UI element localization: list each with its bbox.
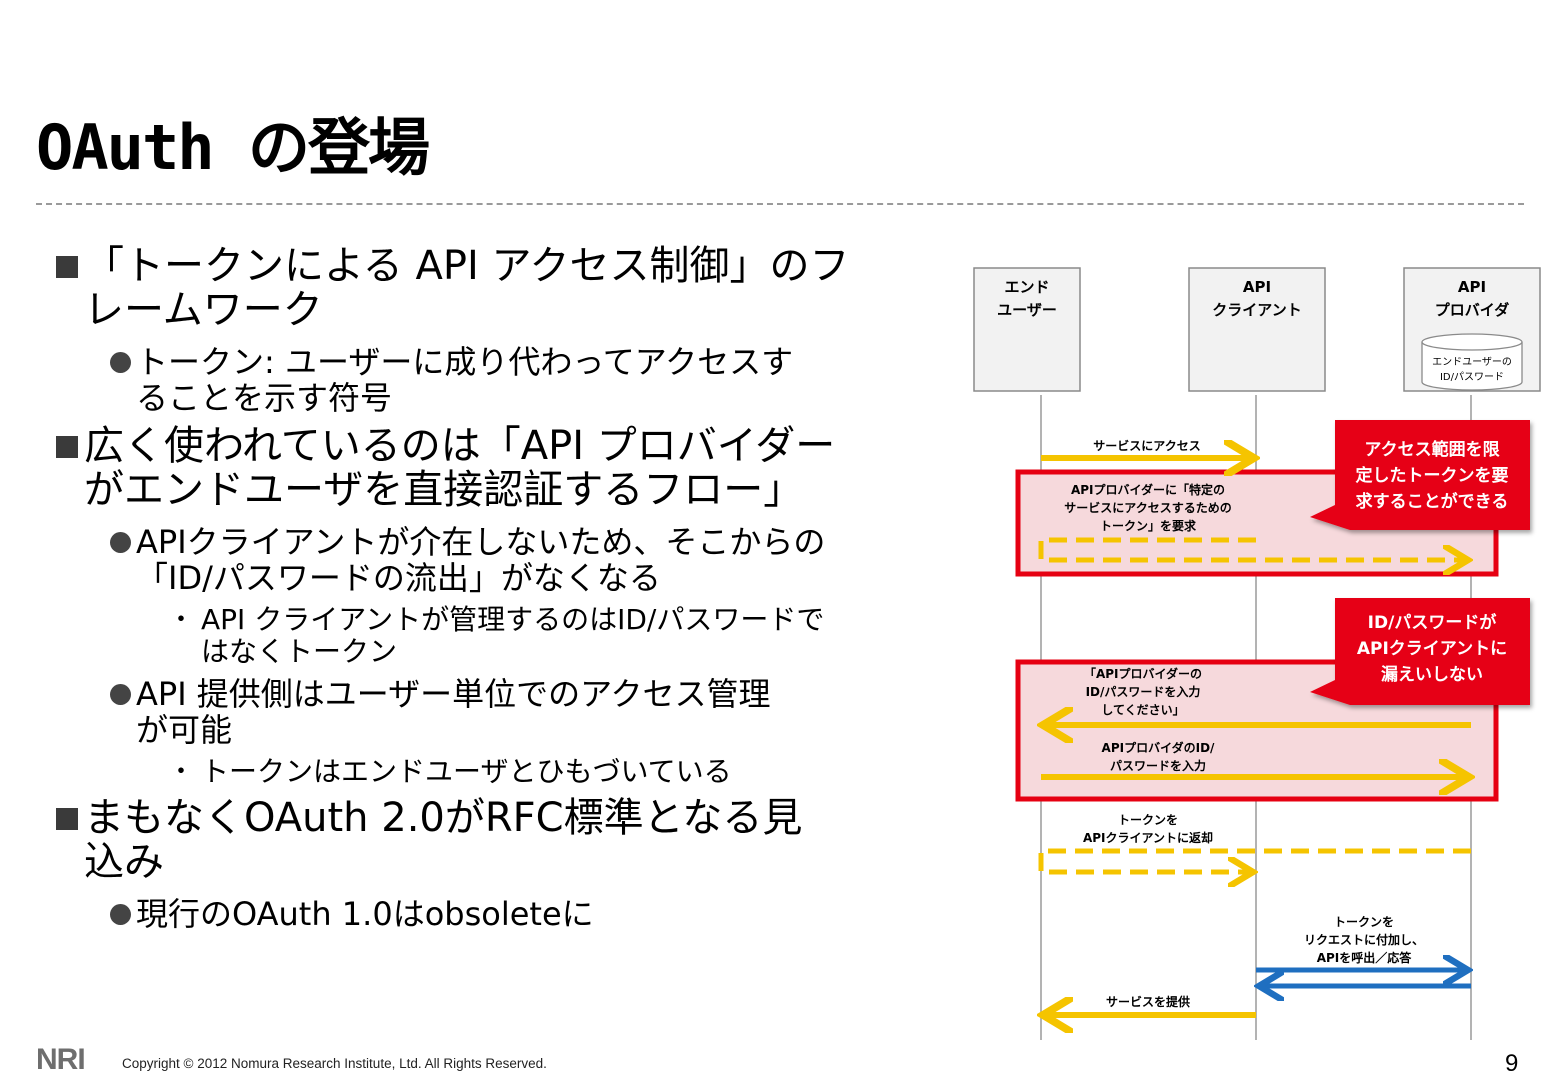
svg-text:サービスを提供: サービスを提供 — [1106, 994, 1190, 1009]
message-service-provided: サービスを提供 — [1049, 994, 1256, 1015]
svg-text:クライアント: クライアント — [1212, 301, 1301, 319]
square-bullet-icon — [56, 256, 78, 278]
svg-text:プロバイダ: プロバイダ — [1435, 301, 1509, 319]
bullet-l1: 「トークンによる API アクセス制御」のフレームワーク — [56, 244, 936, 332]
bullet-l3: ・API クライアントが管理するのはID/パスワードではなくトークン — [168, 603, 825, 668]
svg-text:APIクライアントに: APIクライアントに — [1357, 639, 1507, 659]
bullet-l2: トークン: ユーザーに成り代わってアクセスすることを示す符号 — [56, 344, 936, 416]
callout-no-password-leak — [1310, 598, 1530, 705]
svg-text:ID/パスワードを入力: ID/パスワードを入力 — [1086, 684, 1201, 699]
oauth-sequence-diagram: エンド ユーザー API クライアント API プロバイダ エンドユーザーの I… — [973, 267, 1541, 1040]
svg-text:API: API — [1458, 278, 1486, 296]
svg-text:エンド: エンド — [1004, 278, 1049, 296]
page-number: 9 — [1505, 1050, 1519, 1077]
dot-bullet-icon: ・ — [168, 757, 195, 787]
bullet-l2: 現行のOAuth 1.0はobsoleteに — [56, 896, 936, 932]
svg-text:求することができる: 求することができる — [1356, 491, 1509, 512]
svg-text:トークンを: トークンを — [1118, 813, 1178, 827]
bullet-l3: ・トークンはエンドユーザとひもづいている — [168, 755, 732, 788]
circle-bullet-icon — [110, 904, 131, 925]
svg-text:漏えいしない: 漏えいしない — [1381, 665, 1483, 685]
message-service-access: サービスにアクセス — [1041, 438, 1248, 458]
message-api-call: トークンを リクエストに付加し、 APIを呼出／応答 — [1256, 915, 1471, 986]
bullet-l2: API 提供側はユーザー単位でのアクセス管理が可能 — [56, 676, 936, 748]
svg-text:パスワードを入力: パスワードを入力 — [1110, 758, 1206, 773]
bullet-list: 「トークンによる API アクセス制御」のフレームワーク トークン: ユーザーに… — [56, 244, 936, 940]
svg-text:リクエストに付加し、: リクエストに付加し、 — [1304, 932, 1424, 947]
svg-text:してください」: してください」 — [1101, 703, 1184, 717]
bullet-l1: 広く使われているのは「API プロバイダーがエンドユーザを直接認証するフロー」 — [56, 424, 936, 512]
circle-bullet-icon — [110, 352, 131, 373]
svg-text:トークンを: トークンを — [1334, 915, 1394, 929]
svg-text:サービスにアクセスするための: サービスにアクセスするための — [1064, 500, 1231, 515]
svg-text:APIプロバイダのID/: APIプロバイダのID/ — [1102, 740, 1215, 755]
svg-text:NRI: NRI — [36, 1043, 85, 1072]
callout-token-scope — [1310, 420, 1530, 530]
svg-text:ユーザー: ユーザー — [997, 301, 1057, 319]
actor-api-client: API クライアント — [1188, 267, 1326, 392]
dot-bullet-icon: ・ — [168, 605, 195, 635]
svg-text:APIプロバイダーに「特定の: APIプロバイダーに「特定の — [1071, 482, 1225, 497]
svg-text:API: API — [1243, 278, 1271, 296]
message-password-entry: APIプロバイダのID/ パスワードを入力 — [1041, 740, 1463, 777]
circle-bullet-icon — [110, 532, 131, 553]
copyright-notice: Copyright © 2012 Nomura Research Institu… — [122, 1056, 547, 1071]
circle-bullet-icon — [110, 684, 131, 705]
svg-text:ID/パスワードが: ID/パスワードが — [1368, 612, 1497, 633]
svg-text:APIを呼出／応答: APIを呼出／応答 — [1317, 950, 1413, 965]
page-title: OAuth の登場 — [36, 111, 430, 184]
actor-end-user: エンド ユーザー — [973, 267, 1081, 392]
svg-text:アクセス範囲を限: アクセス範囲を限 — [1364, 439, 1499, 460]
svg-text:サービスにアクセス: サービスにアクセス — [1093, 438, 1200, 453]
bullet-l2: APIクライアントが介在しないため、そこからの「ID/パスワードの流出」がなくな… — [56, 524, 936, 596]
square-bullet-icon — [56, 808, 78, 830]
title-divider — [36, 203, 1524, 205]
message-token-return: トークンを APIクライアントに返却 — [1038, 813, 1471, 872]
svg-text:エンドユーザーの: エンドユーザーの — [1432, 356, 1512, 368]
square-bullet-icon — [56, 436, 78, 458]
message-password-prompt: 「APIプロバイダーの ID/パスワードを入力 してください」 — [1049, 666, 1471, 725]
svg-text:「APIプロバイダーの: 「APIプロバイダーの — [1084, 666, 1202, 681]
svg-text:定したトークンを要: 定したトークンを要 — [1356, 465, 1509, 486]
nri-logo: NRI — [36, 1043, 86, 1072]
svg-text:トークン」を要求: トークン」を要求 — [1100, 518, 1197, 533]
database-icon: エンドユーザーの ID/パスワード — [1421, 333, 1523, 391]
message-token-request: APIプロバイダーに「特定の サービスにアクセスするための トークン」を要求 — [1038, 482, 1463, 560]
bullet-l1: まもなくOAuth 2.0がRFC標準となる見込み — [56, 796, 936, 884]
svg-text:APIクライアントに返却: APIクライアントに返却 — [1083, 830, 1213, 845]
svg-text:ID/パスワード: ID/パスワード — [1440, 371, 1504, 383]
